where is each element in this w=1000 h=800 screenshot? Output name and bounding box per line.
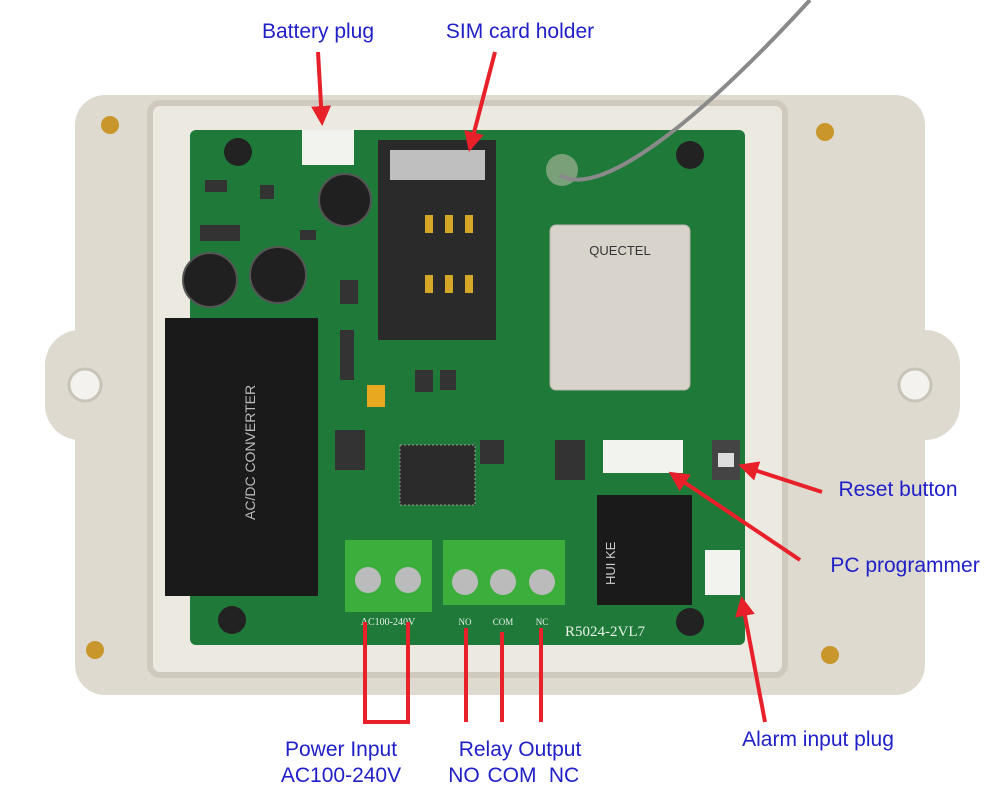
label-power-input: Power Input bbox=[284, 738, 398, 761]
screw-hole bbox=[101, 116, 119, 134]
annotation-arrows bbox=[311, 51, 823, 724]
screw-hole bbox=[86, 641, 104, 659]
pcb: QUECTEL AC/DC CONVERTER HUI KE AC100-240… bbox=[165, 0, 812, 645]
terminal-com-text: COM bbox=[493, 617, 514, 627]
label-reset-button: Reset button bbox=[838, 478, 958, 501]
mount-screw bbox=[676, 608, 704, 636]
terminal-no-text: NO bbox=[459, 617, 472, 627]
label-relay-com: COM bbox=[487, 764, 537, 787]
terminal-nc-text: NC bbox=[536, 617, 549, 627]
label-relay-nc: NC bbox=[548, 764, 580, 787]
label-alarm-input-plug: Alarm input plug bbox=[742, 728, 894, 751]
relay-terminal-block bbox=[443, 540, 565, 605]
capacitor bbox=[318, 173, 372, 227]
label-relay-output: Relay Output bbox=[458, 738, 582, 761]
power-terminal-text: AC100-240V bbox=[361, 617, 416, 628]
bracket-power-input bbox=[363, 622, 410, 724]
label-relay-no: NO bbox=[448, 764, 480, 787]
capacitor bbox=[249, 246, 307, 304]
screw-hole bbox=[821, 646, 839, 664]
arrow-pc-programmer bbox=[668, 471, 802, 562]
power-terminal-block bbox=[345, 540, 432, 612]
board-model-text: R5024-2VL7 bbox=[565, 624, 645, 640]
label-battery-plug: Battery plug bbox=[261, 20, 375, 43]
label-sim-card-holder: SIM card holder bbox=[445, 20, 595, 43]
microcontroller-chip bbox=[399, 444, 476, 506]
mount-screw bbox=[676, 141, 704, 169]
alarm-input-connector bbox=[705, 550, 740, 595]
relay bbox=[597, 495, 692, 605]
mount-screw bbox=[218, 606, 246, 634]
ac-dc-converter bbox=[165, 318, 318, 596]
arrow-sim-card-holder bbox=[464, 51, 497, 152]
converter-text: AC/DC CONVERTER bbox=[242, 385, 258, 520]
battery-plug-connector bbox=[302, 130, 354, 165]
arrow-alarm-input bbox=[735, 596, 767, 723]
relay-brand-text: HUI KE bbox=[603, 541, 618, 585]
label-power-input-voltage: AC100-240V bbox=[280, 764, 402, 787]
mount-screw bbox=[224, 138, 252, 166]
capacitor bbox=[182, 252, 238, 308]
screw-hole bbox=[816, 123, 834, 141]
pc-programmer-connector bbox=[603, 440, 683, 473]
arrow-reset-button bbox=[738, 461, 823, 494]
antenna-wire bbox=[558, 0, 812, 182]
module-brand-text: QUECTEL bbox=[589, 243, 650, 258]
arrow-battery-plug bbox=[311, 51, 332, 126]
label-pc-programmer: PC programmer bbox=[830, 554, 980, 577]
gsm-module bbox=[549, 224, 691, 391]
